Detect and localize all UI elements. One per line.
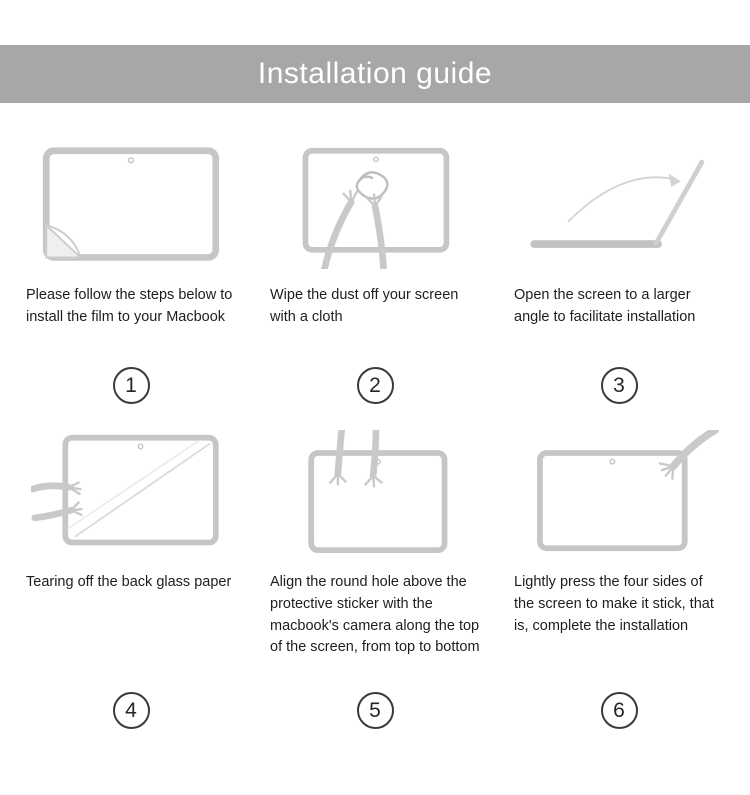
step-3: Open the screen to a larger angle to fac…: [514, 143, 724, 404]
step-2-text: Wipe the dust off your screen with a clo…: [270, 287, 459, 325]
camera-dot-icon: [127, 157, 135, 164]
step-5-illustration: [270, 430, 480, 556]
step-1-illustration: [26, 143, 236, 269]
step-6-illustration: [514, 430, 724, 556]
step-1: Please follow the steps below to install…: [26, 143, 236, 404]
step-5-number-badge: 5: [356, 692, 394, 729]
header-banner: Installation guide: [0, 45, 750, 103]
step-2-illustration: [270, 143, 480, 269]
step-2: Wipe the dust off your screen with a clo…: [270, 143, 480, 404]
step-3-text: Open the screen to a larger angle to fac…: [514, 287, 696, 325]
step-4: Tearing off the back glass paper 4: [26, 430, 236, 729]
open-screen-icon: [530, 159, 705, 248]
press-sides-icon: [537, 430, 719, 552]
steps-grid: Please follow the steps below to install…: [0, 103, 750, 729]
step-6-number-badge: 6: [600, 692, 638, 729]
step-3-illustration: [514, 143, 724, 269]
step-4-text: Tearing off the back glass paper: [26, 574, 232, 590]
step-1-text: Please follow the steps below to install…: [26, 287, 233, 325]
step-3-number-badge: 3: [600, 367, 638, 404]
camera-dot-icon: [137, 443, 144, 450]
step-2-number-badge: 2: [356, 367, 394, 404]
align-film-icon: [308, 430, 448, 553]
step-4-illustration: [26, 430, 236, 556]
page-title: Installation guide: [257, 57, 493, 90]
step-5: Align the round hole above the protectiv…: [270, 430, 480, 729]
tear-backing-icon: [31, 434, 219, 546]
step-5-text: Align the round hole above the protectiv…: [270, 574, 480, 656]
film-peel-icon: [42, 147, 220, 261]
camera-dot-icon: [609, 458, 616, 465]
step-4-number-badge: 4: [112, 692, 150, 729]
step-1-number-badge: 1: [112, 367, 150, 404]
step-6-text: Lightly press the four sides of the scre…: [514, 574, 714, 634]
step-6: Lightly press the four sides of the scre…: [514, 430, 724, 729]
camera-dot-icon: [372, 156, 379, 163]
wipe-cloth-icon: [302, 147, 450, 269]
